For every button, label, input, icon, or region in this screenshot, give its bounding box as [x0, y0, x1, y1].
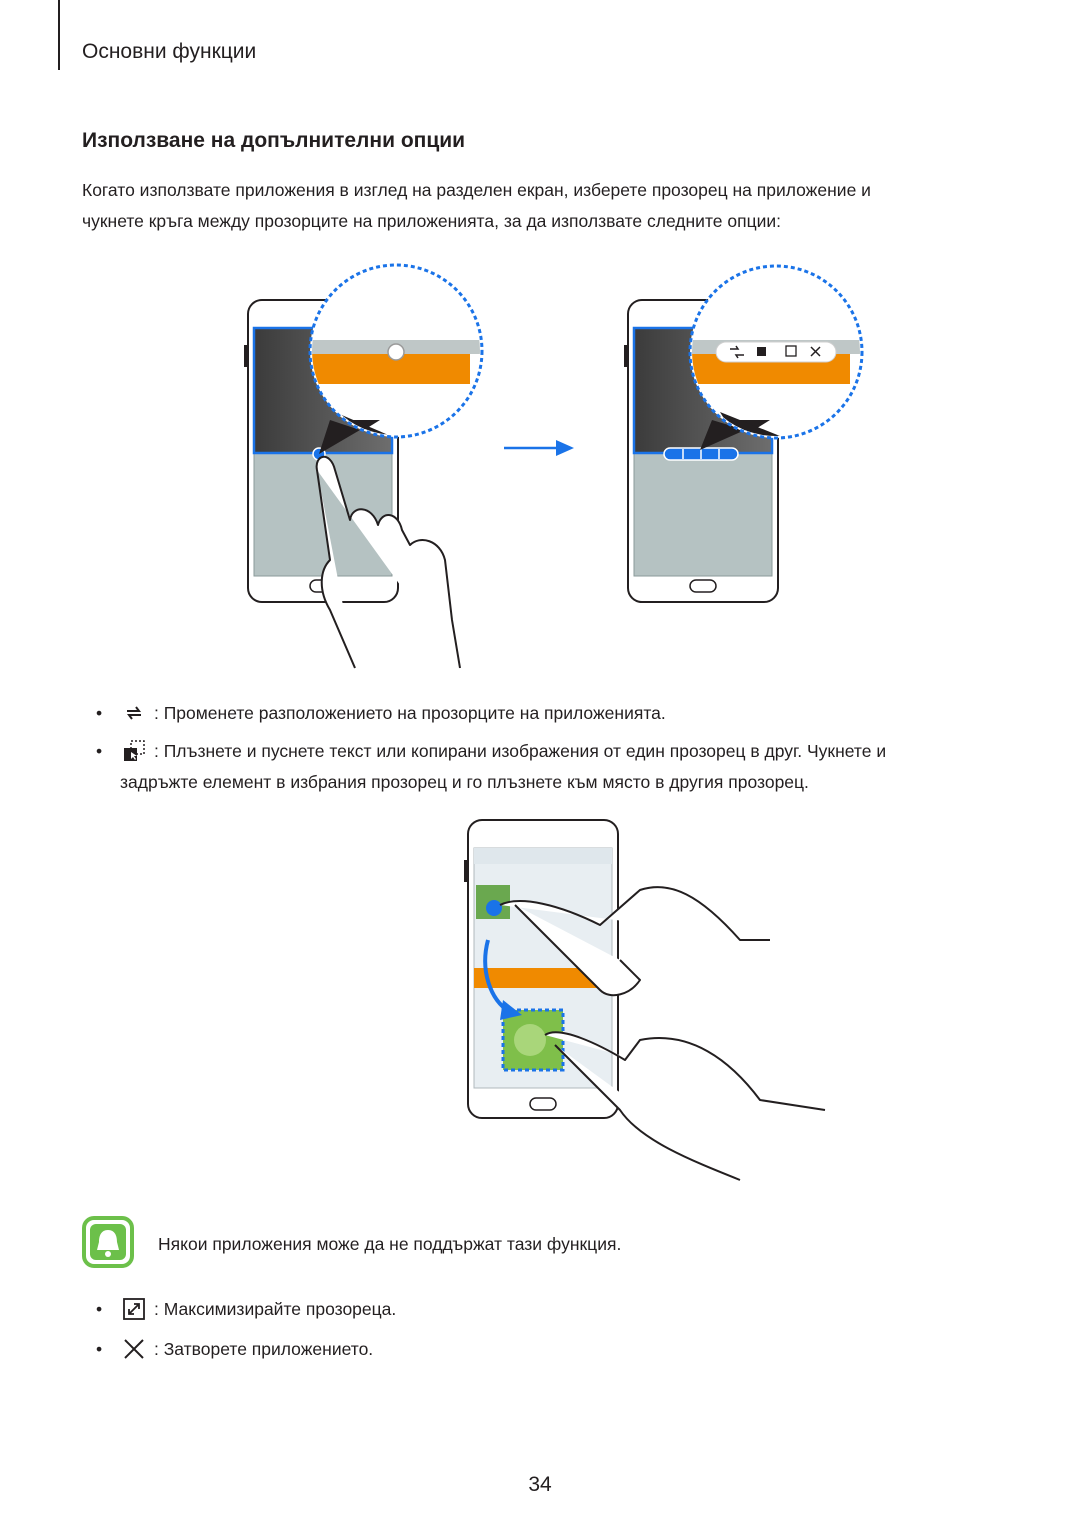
intro-line-1: Когато използвате приложения в изглед на… — [82, 180, 871, 200]
page-title: Използване на допълнителни опции — [82, 129, 466, 152]
margin-rule — [58, 0, 60, 70]
option-switch-text: : Променете разположението на прозорците… — [154, 703, 666, 723]
switch-windows-icon — [127, 706, 141, 720]
bullet: • — [96, 703, 103, 723]
magnifier-right — [688, 264, 864, 450]
intro-paragraph: Когато използвате приложения в изглед на… — [82, 175, 992, 237]
bullet: • — [96, 1339, 103, 1359]
phone-center — [464, 819, 619, 1119]
option-maximize-text: : Максимизирайте прозореца. — [154, 1299, 397, 1319]
arrow-icon — [504, 440, 574, 456]
maximize-icon — [123, 1298, 145, 1320]
close-icon — [124, 1339, 144, 1359]
bullet: • — [96, 741, 103, 761]
option-drag-drop-line-2: задръжте елемент в избрания прозорец и г… — [120, 772, 809, 792]
bullet: • — [96, 1299, 103, 1319]
magnifier-left — [308, 263, 484, 454]
hand-illustration — [499, 886, 826, 1181]
intro-line-2: чукнете кръга между прозорците на прилож… — [82, 211, 782, 231]
note-text: Някои приложения може да не поддържат та… — [158, 1234, 622, 1254]
notice-bell-icon — [82, 1216, 134, 1268]
option-drag-drop-text: : Плъзнете и пуснете текст или копирани … — [120, 736, 994, 798]
drag-drop-icon — [124, 740, 145, 761]
page-number: 34 — [528, 1473, 552, 1496]
hand-illustration — [315, 455, 461, 669]
section-header: Основни функции — [82, 40, 257, 63]
split-screen-illustration — [244, 263, 864, 669]
option-close-text: : Затворете приложението. — [154, 1339, 374, 1359]
option-drag-drop-line-1: : Плъзнете и пуснете текст или копирани … — [154, 741, 887, 761]
